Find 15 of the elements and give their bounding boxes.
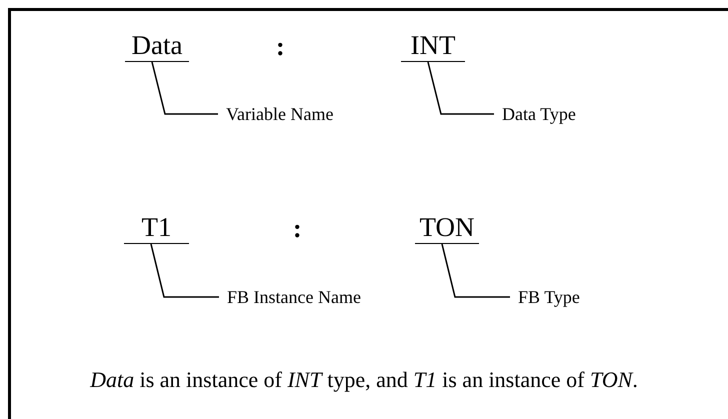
underlined-term: Data xyxy=(125,28,189,62)
annotation-text: FB Type xyxy=(510,286,620,308)
colon-separator: : xyxy=(293,214,302,244)
colon-separator: : xyxy=(276,32,285,62)
caption: Data is an instance of INT type, and T1 is an instance of TON. xyxy=(88,366,639,394)
leader-line xyxy=(427,62,494,115)
underlined-term: T1 xyxy=(124,210,189,244)
annotation-text: FB Instance Name xyxy=(219,286,419,308)
annotation-text: Variable Name xyxy=(218,103,388,125)
underlined-term: TON xyxy=(415,210,479,244)
leader-line xyxy=(150,244,219,298)
annotation-text: Data Type xyxy=(494,103,614,125)
leader-line xyxy=(151,62,218,115)
underlined-term: INT xyxy=(401,28,465,62)
leader-line xyxy=(441,244,510,298)
